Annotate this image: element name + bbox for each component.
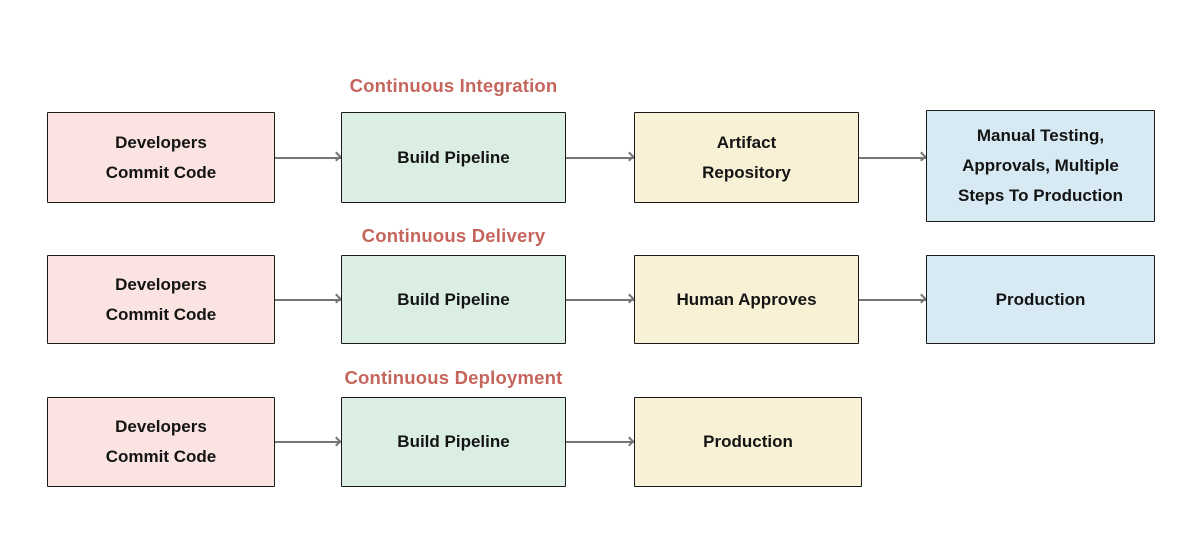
node-production: Production: [926, 255, 1155, 344]
node-label: Build Pipeline: [397, 432, 510, 451]
section-title-continuous-integration: Continuous Integration: [349, 75, 558, 96]
node-label: Steps To Production: [958, 186, 1123, 205]
node-production: Production: [634, 397, 862, 487]
node-build-pipeline: Build Pipeline: [341, 397, 566, 487]
node-label: Production: [703, 432, 793, 451]
node-artifact-repository: Artifact Repository: [634, 112, 859, 203]
arrow-right: [859, 298, 926, 301]
section-title-continuous-deployment: Continuous Deployment: [344, 367, 563, 388]
node-build-pipeline: Build Pipeline: [341, 112, 566, 203]
node-developers-commit-code: Developers Commit Code: [47, 255, 275, 344]
node-label: Build Pipeline: [397, 289, 510, 309]
arrow-right: [566, 441, 634, 443]
node-label: Repository: [702, 162, 791, 182]
arrow-right: [566, 156, 634, 159]
node-developers-commit-code: Developers Commit Code: [47, 112, 275, 203]
node-label: Artifact: [716, 132, 777, 152]
node-label: Developers: [115, 132, 207, 152]
node-label: Production: [995, 289, 1086, 309]
node-label: Commit Code: [105, 304, 217, 324]
node-label: Developers: [115, 274, 207, 294]
node-human-approves: Human Approves: [634, 255, 859, 344]
node-label: Approvals, Multiple: [962, 156, 1119, 175]
section-title-continuous-delivery: Continuous Delivery: [361, 225, 546, 246]
node-label: Build Pipeline: [397, 147, 510, 167]
node-build-pipeline: Build Pipeline: [341, 255, 566, 344]
node-label: Human Approves: [676, 289, 817, 309]
node-label: Manual Testing,: [976, 126, 1105, 145]
node-label: Developers: [115, 417, 207, 436]
arrow-right: [275, 298, 341, 301]
arrow-right: [275, 441, 341, 443]
node-manual-testing-approvals: Manual Testing, Approvals, Multiple Step…: [926, 110, 1155, 222]
node-developers-commit-code: Developers Commit Code: [47, 397, 275, 487]
node-label: Commit Code: [105, 162, 217, 182]
node-label: Commit Code: [105, 447, 217, 466]
arrow-right: [566, 298, 634, 301]
arrow-right: [859, 156, 926, 159]
arrow-right: [275, 156, 341, 159]
